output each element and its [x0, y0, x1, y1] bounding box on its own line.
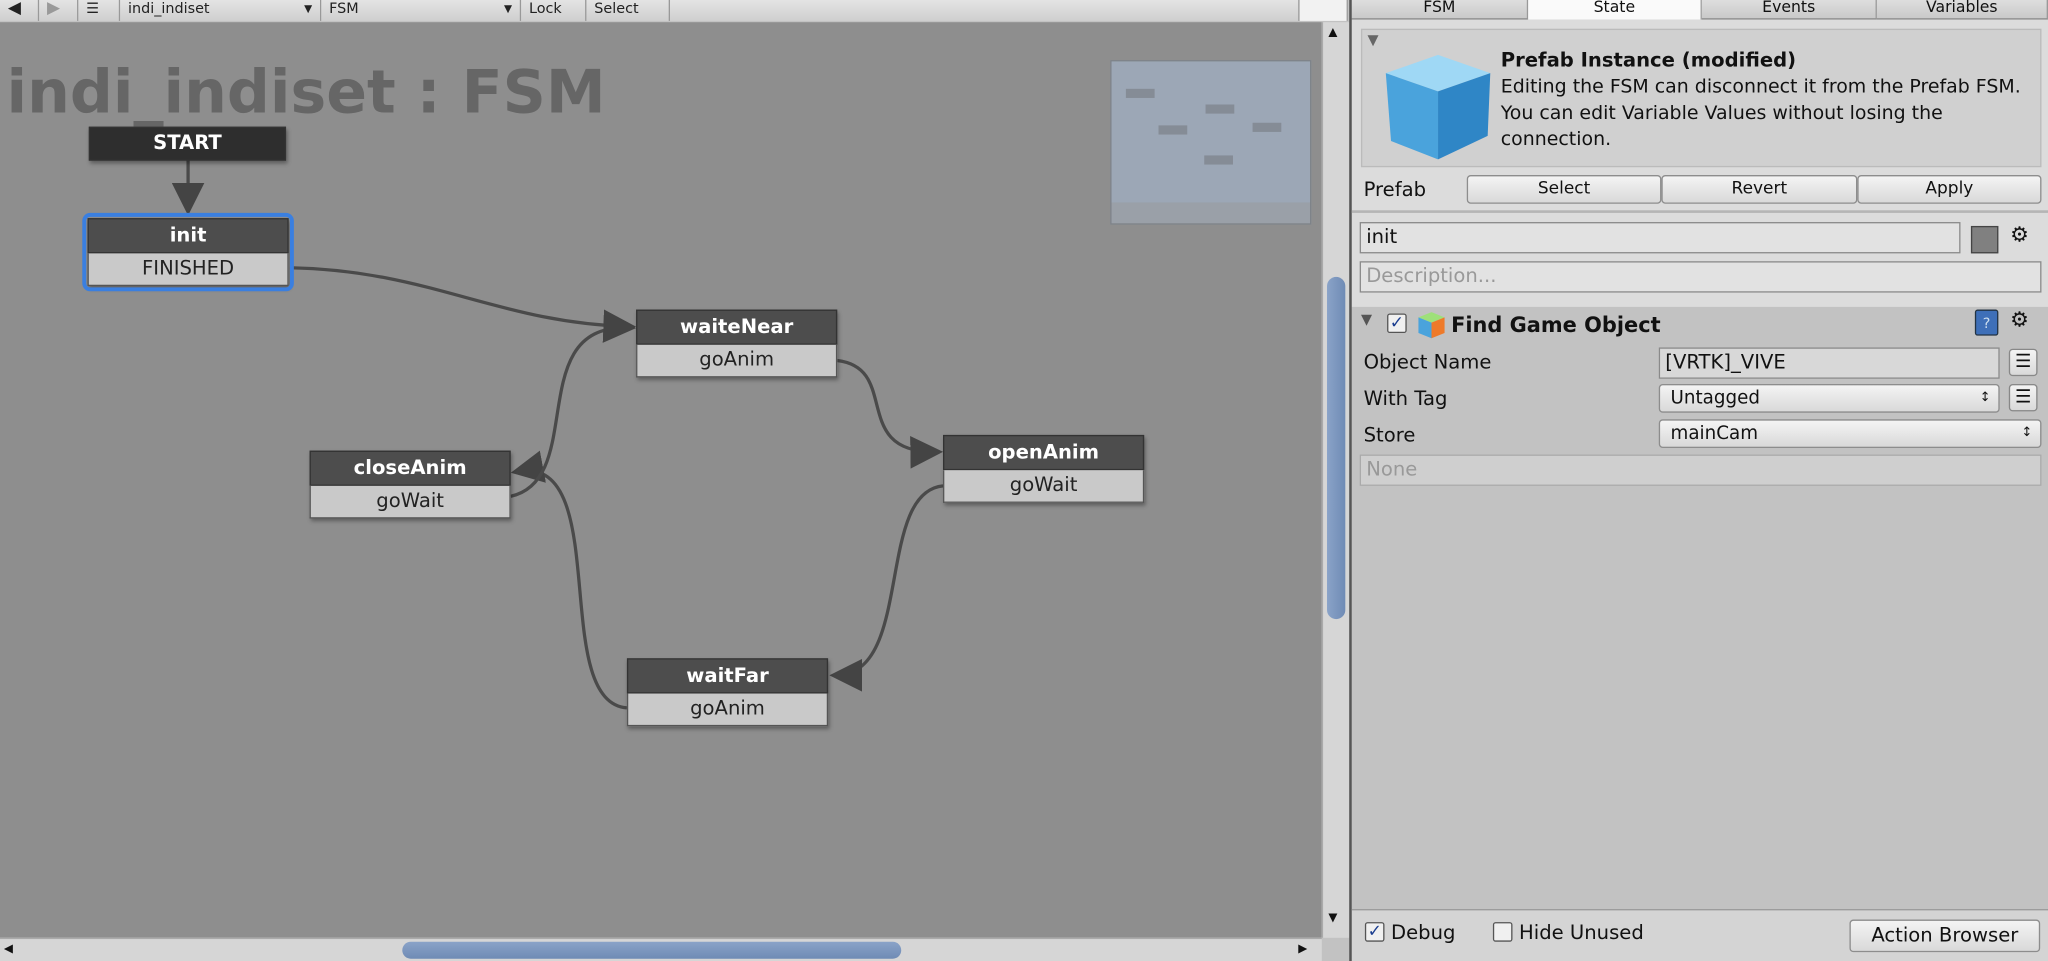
tab-events[interactable]: Events [1701, 0, 1877, 20]
action-gear-icon[interactable]: ⚙ [2010, 306, 2029, 332]
state-color-swatch[interactable] [1970, 225, 1999, 254]
transition-init-waitenear [289, 266, 637, 343]
state-name-input[interactable]: init [1359, 222, 1961, 254]
gear-icon[interactable]: ⚙ [2010, 222, 2029, 247]
fsm-owner-dropdown[interactable]: indi_indiset ▼ [120, 0, 322, 21]
hide-unused-checkbox[interactable] [1492, 922, 1513, 942]
forward-button[interactable]: ▶ [39, 0, 79, 21]
action-browser-button[interactable]: Action Browser [1849, 919, 2041, 953]
updown-icon: ↕ [2021, 425, 2033, 441]
action-enabled-checkbox[interactable]: ✓ [1387, 313, 1407, 334]
start-node[interactable]: START [88, 126, 287, 161]
tab-state[interactable]: State [1528, 0, 1702, 20]
fsm-value: FSM [329, 0, 359, 17]
prefab-message: Editing the FSM can disconnect it from t… [1500, 77, 2021, 151]
with-tag-label: With Tag [1363, 386, 1448, 411]
vertical-scroll-thumb[interactable] [1327, 276, 1346, 620]
start-label: START [88, 126, 287, 161]
variable-toggle-button[interactable]: ☰ [2008, 383, 2038, 412]
prefab-label: Prefab [1363, 177, 1427, 202]
panel-divider[interactable] [1349, 0, 1352, 961]
tab-fsm[interactable]: FSM [1351, 0, 1529, 20]
hide-unused-label: Hide Unused [1519, 920, 1644, 945]
transition-waitfar-closeanim [510, 450, 628, 710]
minimap-toggle-icon[interactable] [1299, 0, 1348, 21]
store-dropdown[interactable]: mainCam ↕ [1658, 419, 2042, 448]
transition-openanim-waitfar [829, 484, 944, 692]
state-event[interactable]: goWait [309, 485, 511, 519]
updown-icon: ↕ [1979, 390, 1991, 405]
debug-label: Debug [1391, 920, 1456, 945]
scroll-right-icon[interactable]: ▶ [1298, 943, 1308, 957]
graph-title: indi_indiset : FSM [6, 56, 606, 127]
action-title: Find Game Object [1451, 312, 1661, 337]
prefab-info-box: ▼ Prefab Instance (modified) Editing the… [1360, 28, 2042, 168]
state-event[interactable]: FINISHED [87, 253, 289, 287]
vertical-scrollbar[interactable]: ▲ ▼ [1321, 22, 1350, 938]
state-event[interactable]: goWait [943, 470, 1145, 503]
transitions-layer [171, 158, 944, 710]
toolbar-spacer [670, 0, 1300, 21]
prefab-title: Prefab Instance (modified) [1500, 48, 1797, 72]
state-event[interactable]: goAnim [626, 693, 829, 727]
store-hint-field: None [1359, 454, 2042, 486]
back-button[interactable]: ◀ [0, 0, 40, 21]
store-value: mainCam [1670, 423, 1759, 445]
scroll-up-icon[interactable]: ▲ [1328, 26, 1338, 40]
variable-toggle-button[interactable]: ☰ [2008, 348, 2038, 377]
horizontal-scroll-thumb[interactable] [402, 941, 902, 959]
state-name: init [87, 218, 289, 254]
with-tag-value: Untagged [1670, 387, 1760, 409]
prefab-cube-icon [1385, 54, 1491, 160]
with-tag-dropdown[interactable]: Untagged ↕ [1658, 383, 2000, 413]
minimap[interactable] [1110, 60, 1312, 225]
prefab-apply-button[interactable]: Apply [1857, 175, 2042, 204]
select-button[interactable]: Select [586, 0, 671, 21]
tab-variables[interactable]: Variables [1876, 0, 2048, 20]
state-name: closeAnim [309, 450, 511, 486]
help-book-icon[interactable]: ? [1974, 309, 1999, 336]
action-collapse-icon[interactable]: ▼ [1360, 310, 1373, 328]
menu-button[interactable]: ☰ [78, 0, 121, 21]
prefab-select-button[interactable]: Select [1466, 175, 1662, 204]
horizontal-scrollbar[interactable]: ◀ ▶ [0, 937, 1322, 961]
description-input[interactable]: Description... [1359, 261, 2042, 293]
store-label: Store [1363, 423, 1416, 447]
scroll-left-icon[interactable]: ◀ [3, 943, 13, 957]
state-name: openAnim [943, 434, 1145, 471]
lock-button[interactable]: Lock [521, 0, 587, 21]
object-name-input[interactable]: [VRTK]_VIVE [1658, 347, 2000, 379]
collapse-icon[interactable]: ▼ [1367, 31, 1379, 49]
scroll-down-icon[interactable]: ▼ [1328, 911, 1338, 925]
state-event[interactable]: goAnim [636, 344, 838, 378]
transition-closeanim-waitenear [510, 310, 637, 498]
state-name: waiteNear [636, 309, 838, 345]
fsm-dropdown[interactable]: FSM ▼ [321, 0, 522, 21]
state-name: waitFar [626, 658, 829, 694]
dropdown-arrow-icon: ▼ [503, 2, 512, 15]
debug-checkbox[interactable]: ✓ [1364, 922, 1385, 942]
object-name-label: Object Name [1363, 350, 1492, 374]
prefab-revert-button[interactable]: Revert [1661, 175, 1858, 204]
dropdown-arrow-icon: ▼ [304, 2, 313, 15]
fsm-owner-value: indi_indiset [127, 0, 210, 17]
transition-waitenear-openanim [837, 358, 944, 469]
action-cube-icon [1418, 312, 1445, 339]
